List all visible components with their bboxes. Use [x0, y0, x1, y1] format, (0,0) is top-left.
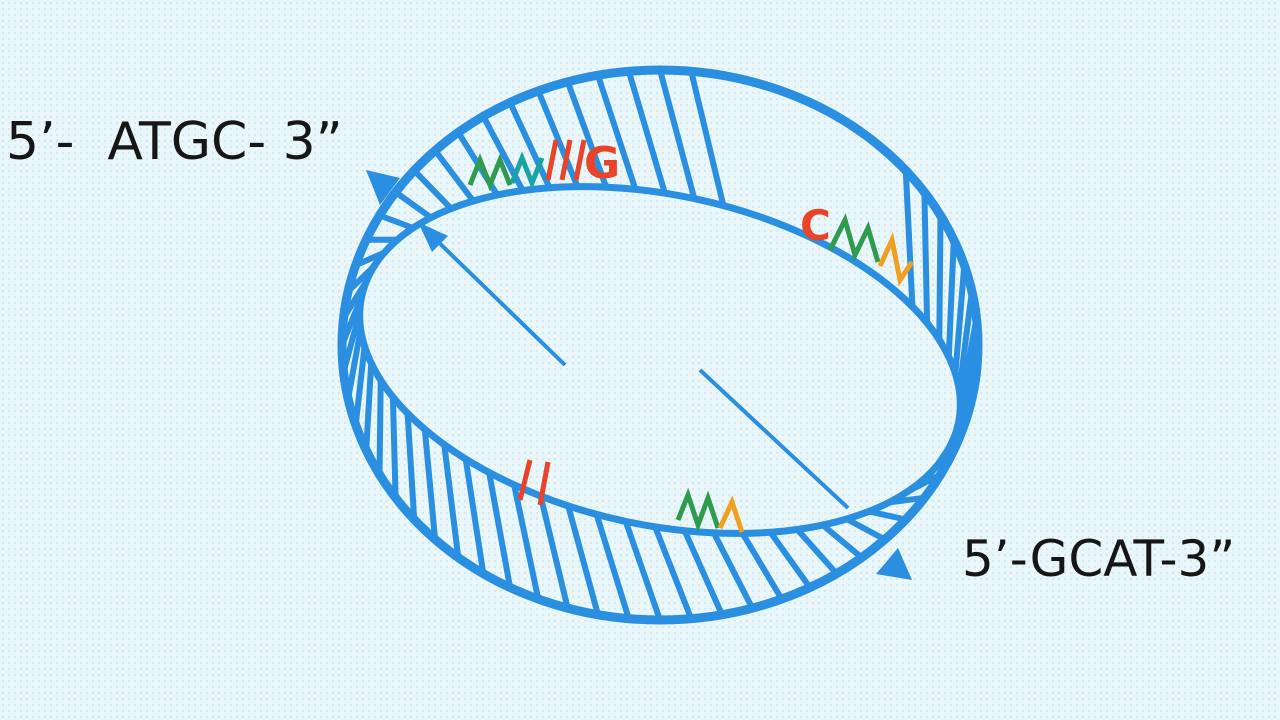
base-pair-rung [352, 249, 388, 269]
base-pair-rung [595, 72, 639, 193]
base-pair-rung [376, 377, 384, 478]
base-letters-top: G [467, 138, 620, 192]
base-letters-right: C [800, 201, 915, 287]
base-pair-rung [919, 447, 957, 484]
base-pair-rung [865, 508, 909, 523]
base-pair-rung [688, 68, 727, 209]
base-pair-rung [886, 494, 928, 506]
base-pair-rung [339, 293, 365, 348]
base-pair-rung [593, 511, 632, 622]
base-teal-top [509, 151, 545, 190]
base-pair-rung [657, 67, 698, 202]
base-pair-rung [681, 527, 725, 618]
base-pair-rung [956, 288, 975, 394]
base-pair-rung [486, 469, 514, 591]
base-pair-rung [843, 516, 888, 543]
base-pair-rung [537, 493, 571, 612]
base-pair-rung [903, 471, 944, 495]
base-pair-rung [511, 481, 542, 603]
base-pair-rung [952, 262, 968, 377]
inner-arrow-left [426, 230, 567, 367]
base-pair-rung [767, 529, 813, 591]
base-red-bottom [517, 459, 551, 506]
base-orange-bottom [717, 495, 745, 533]
base-pair-rung [404, 410, 418, 523]
base-red-top [545, 139, 587, 181]
base-pair-rung [535, 87, 581, 190]
base-pair-rung [794, 526, 840, 577]
base-green-top [467, 153, 513, 192]
base-pair-rung [392, 189, 434, 221]
base-pair-rung [462, 456, 487, 577]
base-pair-rung [625, 68, 668, 197]
arrowhead-icon [366, 170, 400, 205]
base-pair-rung [345, 326, 364, 402]
base-pair-rung [945, 236, 957, 360]
base-letters-bottom [517, 459, 745, 533]
arrowhead-icon [876, 548, 912, 580]
base-pair-rung [507, 99, 553, 191]
base-pair-rung [340, 309, 363, 375]
base-pair-rung [564, 78, 610, 191]
base-green-right [827, 213, 881, 263]
strand-top-label: 5’- ATGC- 3” [6, 112, 343, 172]
base-pair-rung [441, 441, 462, 561]
base-pair-rung [340, 278, 370, 321]
base-green-bottom [675, 487, 721, 533]
base-pair-rung [376, 212, 417, 231]
base-pair-rung [902, 167, 916, 310]
base-pair-rung [652, 523, 695, 622]
base-c-right: C [800, 201, 831, 250]
inner-arrow-right [698, 368, 850, 510]
base-pair-rung [421, 426, 439, 543]
base-pair-rung [710, 529, 756, 612]
base-pair-rungs [339, 67, 981, 623]
base-pair-rung [432, 147, 477, 204]
base-pair-rung [565, 502, 601, 618]
base-pair-rung [957, 315, 980, 411]
base-pair-rung [819, 522, 865, 561]
base-g-top: G [584, 138, 620, 189]
base-pair-rung [411, 167, 455, 212]
base-pair-rung [739, 530, 785, 603]
base-orange-right [877, 231, 915, 287]
base-pair-rung [622, 518, 663, 623]
arrowhead-icon [418, 222, 448, 252]
base-pair-rung [389, 393, 399, 501]
base-pair-rung [363, 360, 375, 454]
base-pair-rung [921, 189, 931, 327]
strand-bottom-label: 5’-GCAT-3” [962, 530, 1236, 588]
base-pair-rung [936, 212, 944, 343]
base-pair-rung [345, 263, 378, 295]
base-pair-rung [352, 343, 368, 428]
